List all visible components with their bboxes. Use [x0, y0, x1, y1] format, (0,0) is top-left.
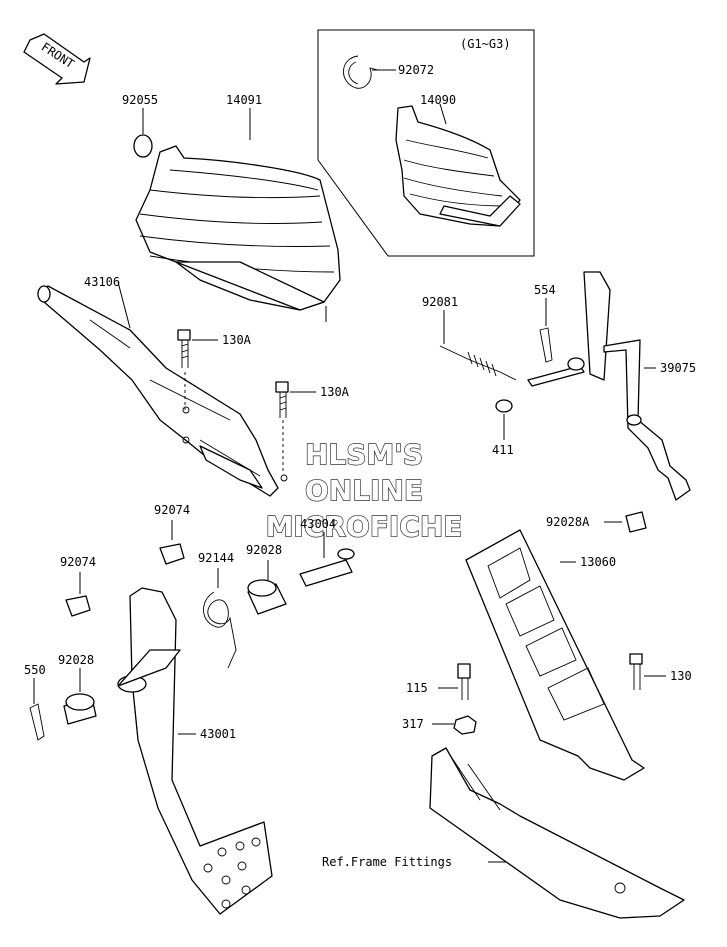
label-ref-frame-fittings: Ref.Frame Fittings — [322, 855, 452, 869]
boot-14090 — [395, 103, 521, 227]
watermark: HLSM'S ONLINE MICROFICHE — [265, 437, 463, 543]
boot-14091 — [135, 108, 341, 322]
pedal-pad-holes — [203, 837, 261, 909]
label-115: 115 — [406, 681, 428, 695]
bolt-115 — [438, 663, 471, 700]
label-317: 317 — [402, 717, 424, 731]
cap-92074-1 — [159, 520, 185, 565]
label-550: 550 — [24, 663, 46, 677]
inset-box: (G1~G3) — [317, 29, 535, 257]
clip-92072 — [343, 55, 396, 89]
cap-92028A — [604, 511, 647, 533]
watermark-line3: MICROFICHE — [266, 510, 463, 543]
frame-fitting — [429, 747, 685, 919]
bushing-92028-1 — [247, 560, 287, 615]
shaft-39075 — [527, 271, 691, 501]
label-13060: 13060 — [580, 555, 616, 569]
label-14091: 14091 — [226, 93, 262, 107]
washer-411 — [495, 399, 513, 413]
front-arrow-icon: FRONT — [23, 33, 91, 85]
label-92055: 92055 — [122, 93, 158, 107]
label-92081: 92081 — [422, 295, 458, 309]
o-ring-92055 — [133, 134, 153, 158]
label-130: 130 — [670, 669, 692, 683]
label-92028-2: 92028 — [58, 653, 94, 667]
label-411: 411 — [492, 443, 514, 457]
label-92072: 92072 — [398, 63, 434, 77]
inset-label: (G1~G3) — [460, 37, 511, 51]
label-92144: 92144 — [198, 551, 234, 565]
label-130A-2: 130A — [320, 385, 350, 399]
nut-317 — [432, 715, 477, 735]
label-92074-2: 92074 — [60, 555, 96, 569]
label-130A-1: 130A — [222, 333, 252, 347]
label-43106: 43106 — [84, 275, 120, 289]
label-14090: 14090 — [420, 93, 456, 107]
watermark-line2: ONLINE — [305, 474, 423, 507]
pin-43004 — [299, 532, 355, 587]
label-92028A: 92028A — [546, 515, 590, 529]
pedal-arm-43001 — [117, 587, 273, 915]
label-43001: 43001 — [200, 727, 236, 741]
pin-554 — [539, 298, 553, 363]
pin-550 — [29, 678, 45, 741]
label-554: 554 — [534, 283, 556, 297]
label-92074-1: 92074 — [154, 503, 190, 517]
cap-92074-2 — [65, 572, 91, 617]
bushing-92028-2 — [63, 668, 97, 725]
watermark-line1: HLSM'S — [305, 438, 423, 471]
spring-92081 — [439, 310, 517, 381]
label-39075: 39075 — [660, 361, 696, 375]
bolt-130A-2 — [275, 381, 316, 472]
spring-92144 — [203, 568, 237, 669]
label-43004: 43004 — [300, 517, 336, 531]
bolt-130 — [629, 653, 666, 690]
label-92028-1: 92028 — [246, 543, 282, 557]
lever-43106 — [37, 281, 288, 497]
bolt-130A-1 — [177, 329, 218, 410]
pedal-plate-13060 — [465, 529, 645, 781]
